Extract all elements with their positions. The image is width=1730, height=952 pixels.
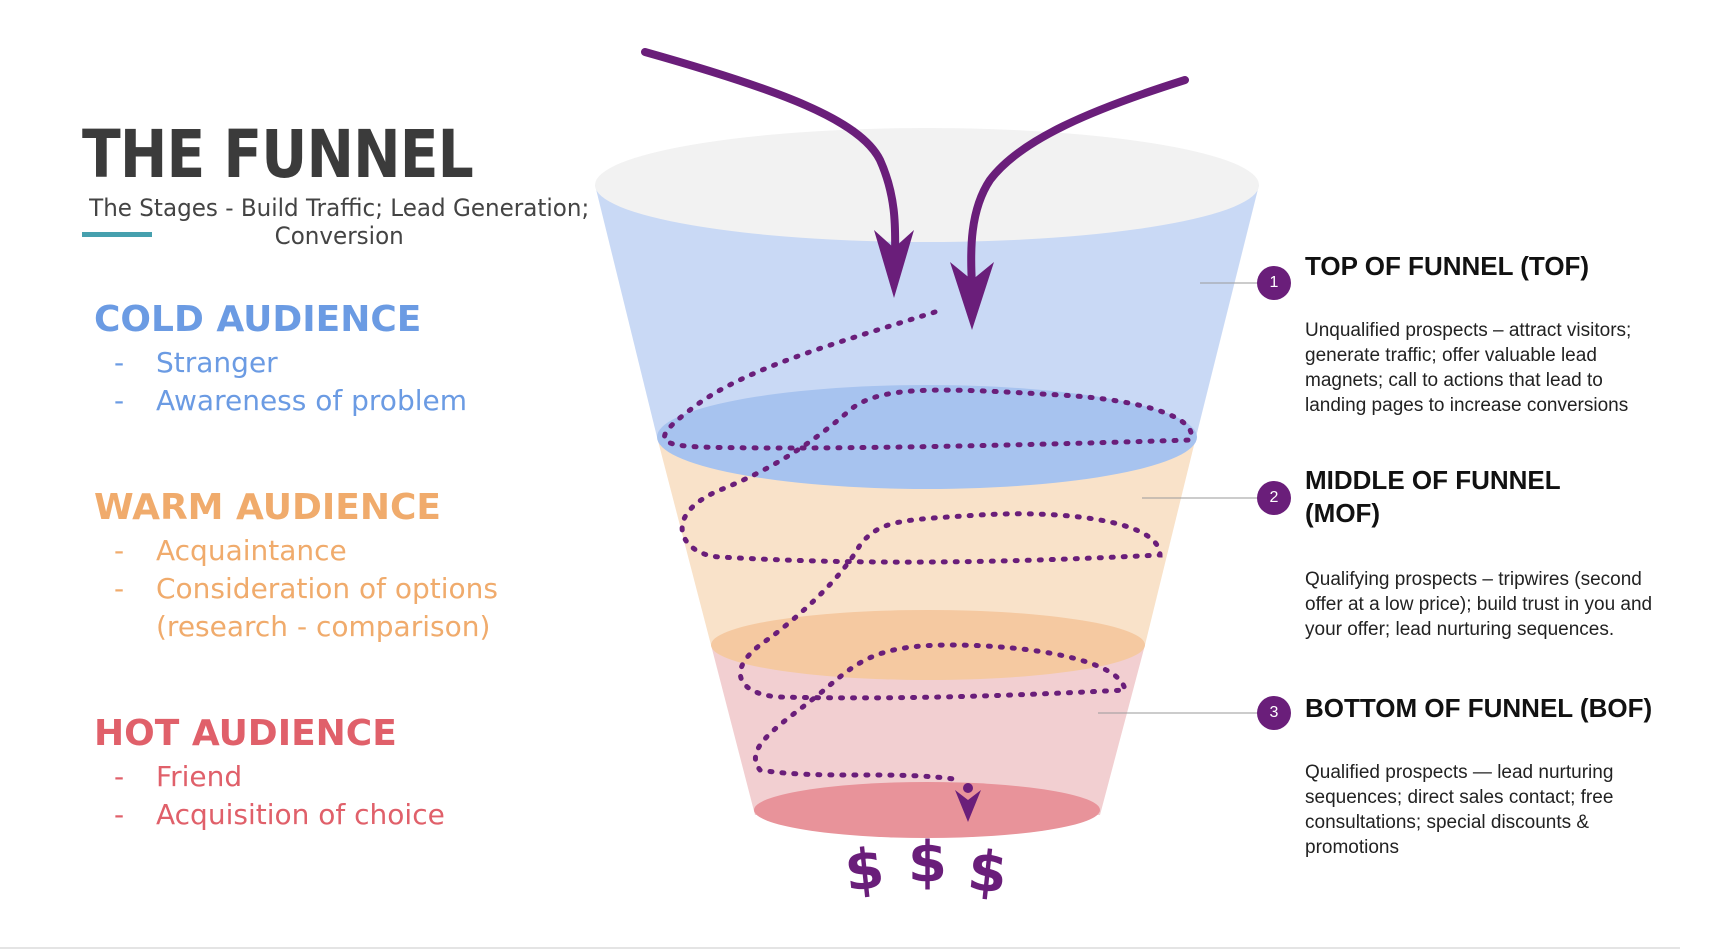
funnel-top-rim [595,128,1259,242]
list-item: -Acquaintance [114,532,498,570]
cold-audience-heading: COLD AUDIENCE [94,299,422,340]
inflow-arrowhead-left [874,230,914,298]
warm-audience-heading: WARM AUDIENCE [94,487,442,528]
list-item: -Awareness of problem [114,382,467,420]
stage-description-tof: Unqualified prospects – attract visitors… [1305,320,1632,416]
funnel-middle-section [657,437,1196,645]
cold-audience-list: -Stranger -Awareness of problem [114,344,467,420]
list-item: -Stranger [114,344,467,382]
list-item-text: Consideration of options [156,572,499,605]
stage-title-line: BOTTOM OF FUNNEL (BOF) [1305,693,1653,723]
bottom-divider [0,947,1680,949]
list-dash: - [114,346,125,379]
list-item: -Friend [114,758,445,796]
warm-audience-list: -Acquaintance -Consideration of options … [114,532,498,646]
funnel-top-section [595,185,1259,437]
list-item: (research - comparison) [114,608,498,646]
stage-title-bof: BOTTOM OF FUNNEL (BOF) [1305,692,1652,725]
subtitle-line-2: Conversion [274,222,404,250]
dollar-sign-2: $ [908,830,947,895]
inflow-arrow-right [967,76,1189,289]
stage-number-badge-3: 3 [1257,696,1291,730]
dollar-sign-3: $ [964,838,1011,907]
list-dash: - [114,798,125,831]
list-item: -Acquisition of choice [114,796,445,834]
list-item-text: Friend [156,760,243,793]
list-item-text: Acquaintance [156,534,347,567]
list-item: -Consideration of options [114,570,498,608]
list-dash: - [114,384,125,417]
inflow-arrow-left [641,48,900,264]
stage-title-line: (MOF) [1305,498,1381,528]
stage-number-badge-1: 1 [1257,266,1291,300]
list-item-text: Stranger [156,346,278,379]
stage-description-bof: Qualified prospects — lead nurturing seq… [1305,762,1614,858]
subtitle-line-1: The Stages - Build Traffic; Lead Generat… [89,194,590,222]
stage-title-mof: MIDDLE OF FUNNEL (MOF) [1305,464,1561,530]
page-title: THE FUNNEL [82,116,474,193]
list-dash: - [114,534,125,567]
dotted-journey-path [662,309,1194,783]
funnel-outlet [754,782,1100,838]
stage-description-mof: Qualifying prospects – tripwires (second… [1305,569,1653,640]
list-dash: - [114,760,125,793]
stage-number-badge-2: 2 [1257,481,1291,515]
outlet-marker-dot [963,783,973,793]
list-item-text: (research - comparison) [156,610,491,643]
list-dash: - [114,572,125,605]
hot-audience-list: -Friend -Acquisition of choice [114,758,445,834]
funnel-middle-rim [657,385,1197,489]
list-item-text: Awareness of problem [156,384,467,417]
stage-title-tof: TOP OF FUNNEL (TOF) [1305,250,1589,283]
list-item-text: Acquisition of choice [156,798,445,831]
inflow-arrowhead-right [950,262,994,330]
stage-title-line: TOP OF FUNNEL (TOF) [1305,251,1590,281]
dollar-sign-1: $ [841,836,888,905]
hot-audience-heading: HOT AUDIENCE [94,713,397,754]
outlet-arrowhead [955,790,981,822]
page-subtitle: The Stages - Build Traffic; Lead Generat… [80,194,598,250]
title-accent-bar [82,232,152,237]
stage-title-line: MIDDLE OF FUNNEL [1305,465,1561,495]
